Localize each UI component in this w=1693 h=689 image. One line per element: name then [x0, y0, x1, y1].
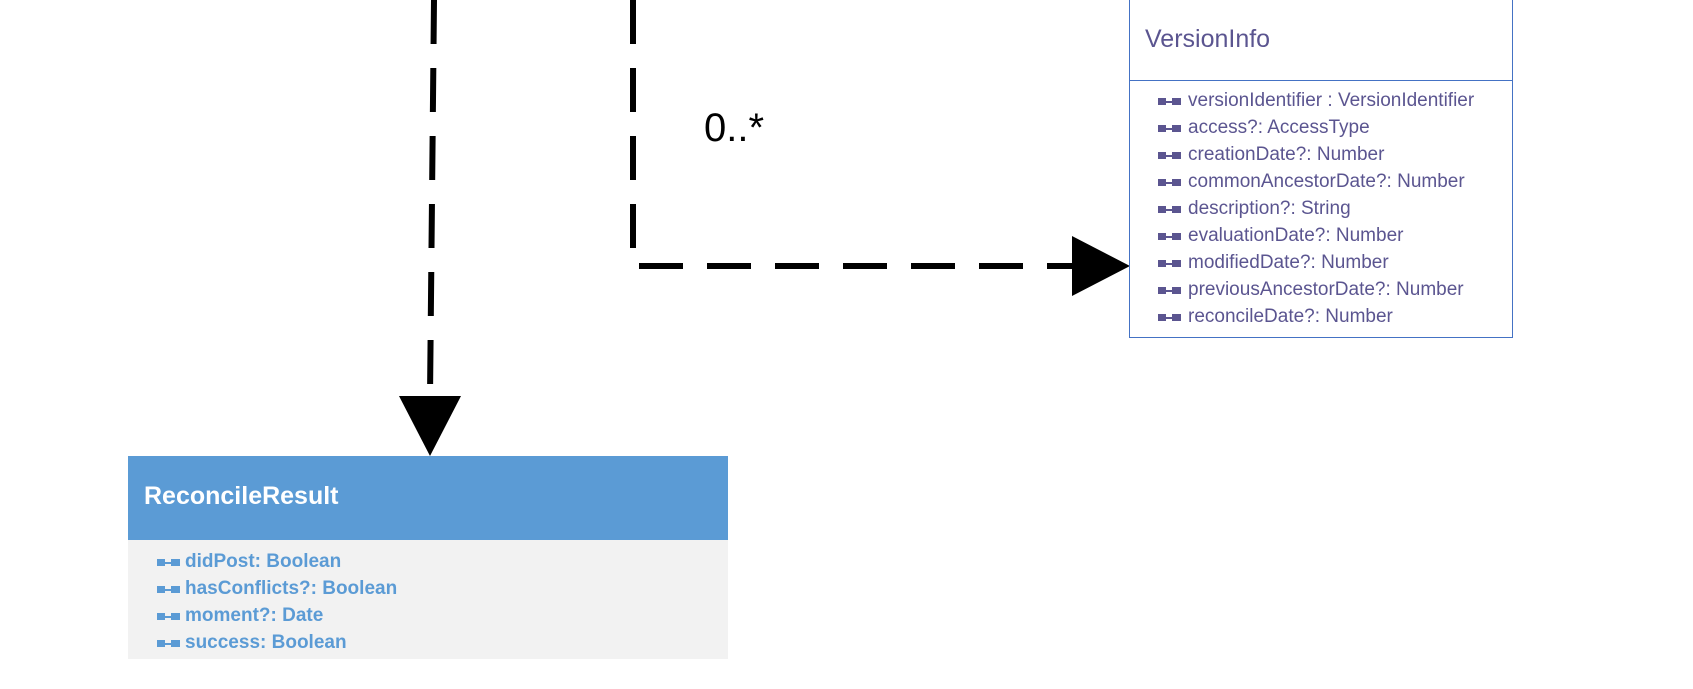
attribute-icon	[1158, 123, 1182, 133]
attribute-row: modifiedDate?: Number	[1158, 249, 1512, 276]
attribute-icon	[1158, 177, 1182, 187]
class-name: ReconcileResult	[144, 482, 339, 510]
dependency-line-to-version-info	[630, 0, 1072, 269]
attribute-row: commonAncestorDate?: Number	[1158, 168, 1512, 195]
class-header: ReconcileResult	[128, 456, 728, 540]
attribute-icon	[1158, 312, 1182, 322]
attribute-row: description?: String	[1158, 195, 1512, 222]
attribute-icon	[157, 557, 181, 567]
attribute-text: didPost: Boolean	[185, 550, 342, 572]
attribute-text: evaluationDate?: Number	[1188, 224, 1404, 246]
attribute-row: creationDate?: Number	[1158, 141, 1512, 168]
attribute-icon	[1158, 150, 1182, 160]
class-header: VersionInfo	[1130, 0, 1512, 81]
attribute-icon	[1158, 285, 1182, 295]
attribute-icon	[157, 611, 181, 621]
attribute-row: access?: AccessType	[1158, 114, 1512, 141]
attribute-text: description?: String	[1188, 197, 1351, 219]
arrowhead-reconcile-result	[399, 396, 461, 456]
attribute-icon	[157, 638, 181, 648]
class-reconcileresult: ReconcileResult didPost: Boolean hasConf…	[128, 456, 728, 659]
class-name: VersionInfo	[1145, 25, 1271, 53]
attribute-list: didPost: Boolean hasConflicts?: Boolean …	[128, 540, 728, 659]
attribute-row: reconcileDate?: Number	[1158, 303, 1512, 330]
arrowhead-version-info	[1072, 236, 1130, 296]
attribute-icon	[1158, 204, 1182, 214]
multiplicity-label: 0..*	[704, 106, 765, 150]
attribute-text: versionIdentifier : VersionIdentifier	[1188, 89, 1475, 111]
attribute-icon	[1158, 231, 1182, 241]
attribute-list: versionIdentifier : VersionIdentifier ac…	[1130, 81, 1512, 330]
dependency-line-to-reconcile-result	[427, 0, 437, 398]
class-versioninfo: VersionInfo versionIdentifier : VersionI…	[1129, 0, 1513, 338]
attribute-text: reconcileDate?: Number	[1188, 305, 1393, 327]
attribute-icon	[157, 584, 181, 594]
attribute-text: modifiedDate?: Number	[1188, 251, 1389, 273]
attribute-row: didPost: Boolean	[157, 548, 728, 575]
attribute-row: hasConflicts?: Boolean	[157, 575, 728, 602]
attribute-row: versionIdentifier : VersionIdentifier	[1158, 87, 1512, 114]
attribute-text: creationDate?: Number	[1188, 143, 1385, 165]
attribute-text: commonAncestorDate?: Number	[1188, 170, 1465, 192]
attribute-text: previousAncestorDate?: Number	[1188, 278, 1464, 300]
attribute-text: moment?: Date	[185, 604, 324, 626]
attribute-row: moment?: Date	[157, 602, 728, 629]
attribute-text: hasConflicts?: Boolean	[185, 577, 398, 599]
attribute-row: success: Boolean	[157, 629, 728, 656]
attribute-text: success: Boolean	[185, 631, 347, 653]
attribute-icon	[1158, 96, 1182, 106]
attribute-icon	[1158, 258, 1182, 268]
attribute-row: previousAncestorDate?: Number	[1158, 276, 1512, 303]
attribute-text: access?: AccessType	[1188, 116, 1370, 138]
attribute-row: evaluationDate?: Number	[1158, 222, 1512, 249]
